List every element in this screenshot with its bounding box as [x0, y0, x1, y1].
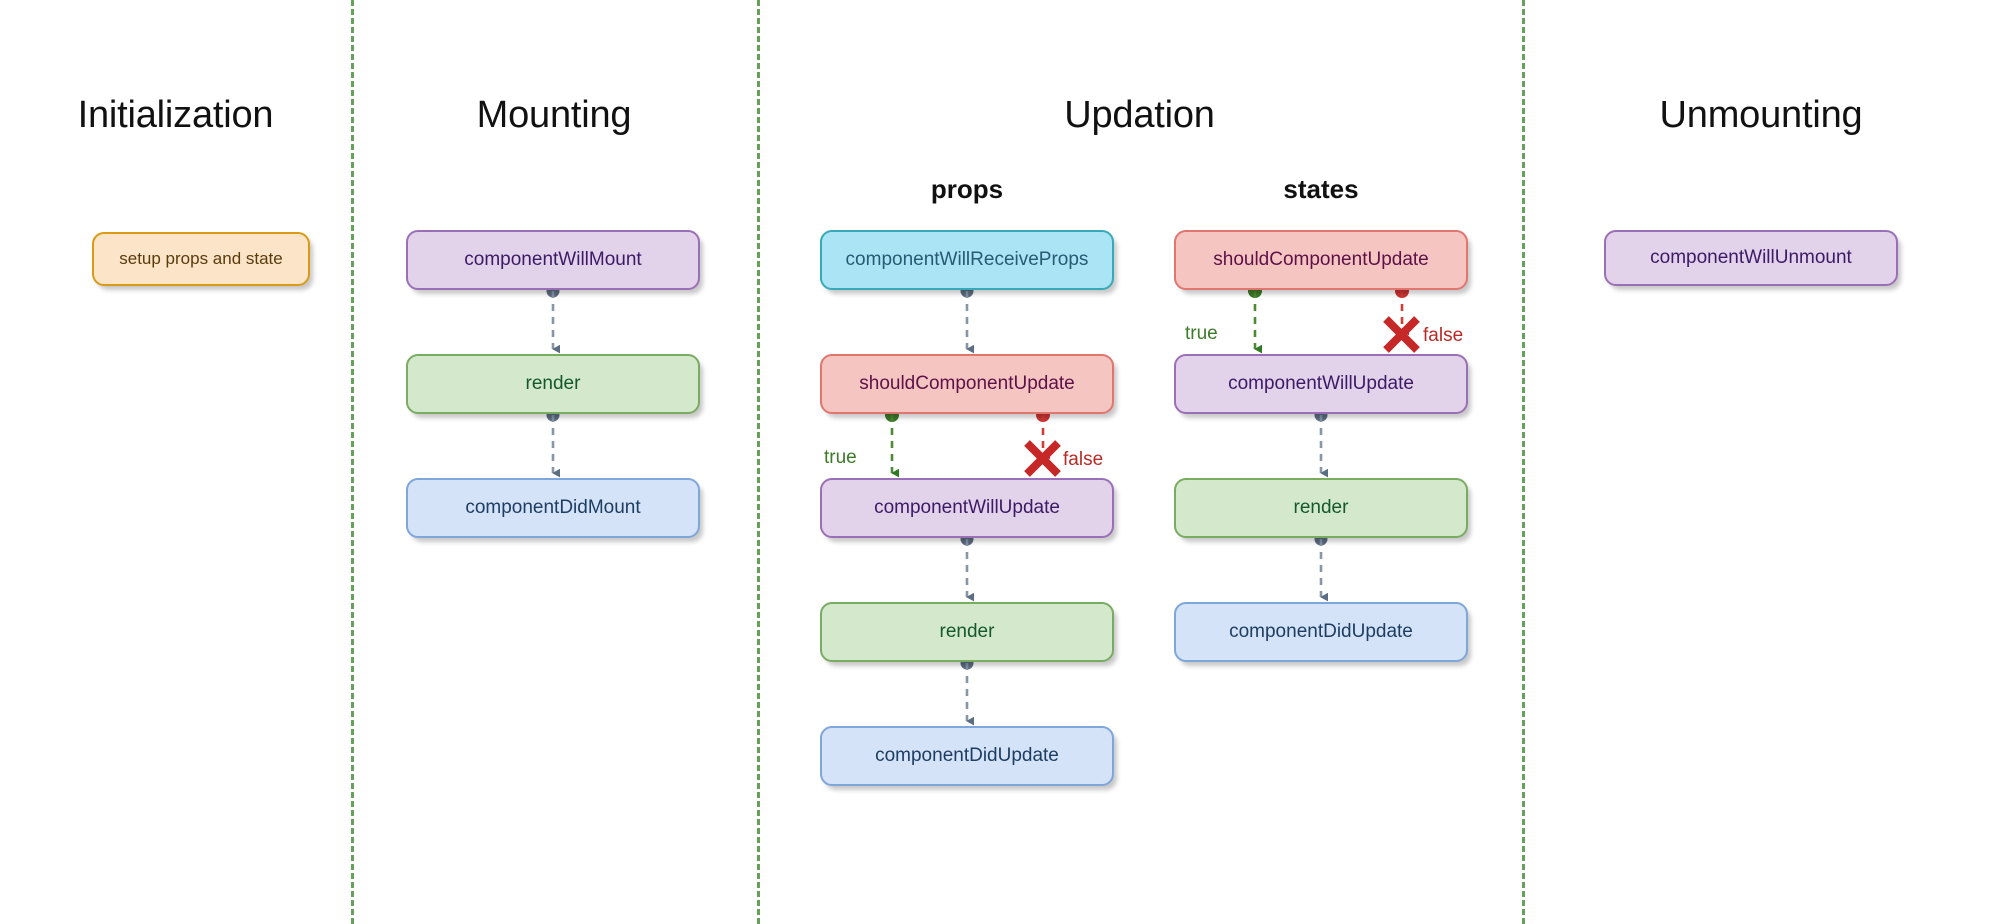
node-label: render	[1293, 496, 1349, 518]
phase-title-initialization: Initialization	[77, 94, 274, 136]
branch-label-states-true: true	[1185, 323, 1218, 344]
node-label: shouldComponentUpdate	[859, 372, 1075, 394]
node-props-render[interactable]: render	[820, 602, 1114, 662]
node-component-will-receive-props[interactable]: componentWillReceiveProps	[820, 230, 1114, 290]
node-props-component-will-update[interactable]: componentWillUpdate	[820, 478, 1114, 538]
node-states-should-component-update[interactable]: shouldComponentUpdate	[1174, 230, 1468, 290]
node-label: componentWillReceiveProps	[845, 248, 1089, 270]
node-label: shouldComponentUpdate	[1213, 248, 1429, 270]
edge-states-willupdate-to-render	[1314, 408, 1328, 478]
branch-label-states-false: false	[1423, 325, 1464, 346]
node-component-will-unmount[interactable]: componentWillUnmount	[1604, 230, 1898, 286]
edge-props-willupdate-to-render	[960, 532, 974, 602]
section-divider-1	[351, 0, 354, 924]
edge-mount-render-to-did	[546, 408, 560, 478]
edge-mount-will-to-render	[546, 284, 560, 354]
node-label: setup props and state	[119, 248, 283, 268]
node-states-render[interactable]: render	[1174, 478, 1468, 538]
node-label: componentWillUpdate	[1228, 372, 1414, 394]
edge-props-should-false	[1024, 408, 1061, 477]
phase-title-updation: Updation	[1064, 94, 1215, 136]
node-label: componentDidMount	[465, 496, 641, 518]
node-props-component-did-update[interactable]: componentDidUpdate	[820, 726, 1114, 786]
section-divider-3	[1522, 0, 1525, 924]
edge-props-should-true	[885, 408, 899, 478]
subtitle-states: states	[1283, 174, 1359, 204]
edge-states-should-false	[1383, 284, 1420, 353]
node-label: componentDidUpdate	[875, 744, 1059, 766]
phase-title-mounting: Mounting	[476, 94, 632, 136]
node-states-component-will-update[interactable]: componentWillUpdate	[1174, 354, 1468, 414]
node-label: componentDidUpdate	[1229, 620, 1413, 642]
branch-label-props-true: true	[824, 447, 857, 468]
node-label: componentWillUnmount	[1650, 246, 1852, 268]
node-label: componentWillMount	[464, 248, 642, 270]
edge-states-render-to-did	[1314, 532, 1328, 602]
subtitle-props: props	[930, 174, 1004, 204]
edge-props-render-to-did	[960, 656, 974, 726]
node-component-did-mount[interactable]: componentDidMount	[406, 478, 700, 538]
branch-label-props-false: false	[1063, 449, 1104, 470]
phase-title-unmounting: Unmounting	[1659, 94, 1863, 136]
node-props-should-component-update[interactable]: shouldComponentUpdate	[820, 354, 1114, 414]
edge-states-should-true	[1248, 284, 1262, 354]
node-label: render	[939, 620, 995, 642]
false-x-icon-props	[1024, 440, 1061, 477]
node-label: componentWillUpdate	[874, 496, 1060, 518]
node-mount-render[interactable]: render	[406, 354, 700, 414]
node-states-component-did-update[interactable]: componentDidUpdate	[1174, 602, 1468, 662]
node-component-will-mount[interactable]: componentWillMount	[406, 230, 700, 290]
node-label: render	[525, 372, 581, 394]
section-divider-2	[757, 0, 760, 924]
edge-props-receive-to-should	[960, 284, 974, 354]
node-setup-props-and-state[interactable]: setup props and state	[92, 232, 310, 286]
false-x-icon-states	[1383, 316, 1420, 353]
